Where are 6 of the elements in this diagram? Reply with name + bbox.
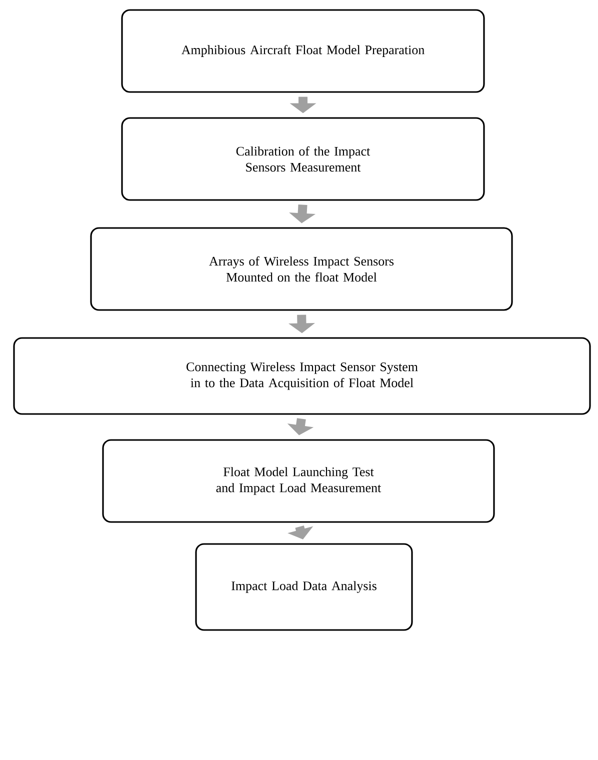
- process-box: Float Model Launching Test and Impact Load Measurement: [102, 439, 495, 523]
- process-box: Arrays of Wireless Impact Sensors Mounted on the float Model: [90, 227, 513, 311]
- process-box: Impact Load Data Analysis: [195, 543, 413, 631]
- process-box: Calibration of the Impact Sensors Measurement: [121, 117, 485, 201]
- process-box: Connecting Wireless Impact Sensor System in to the Data Acquisition of Float Model: [13, 337, 591, 415]
- process-box: Amphibious Aircraft Float Model Preparation: [121, 9, 485, 93]
